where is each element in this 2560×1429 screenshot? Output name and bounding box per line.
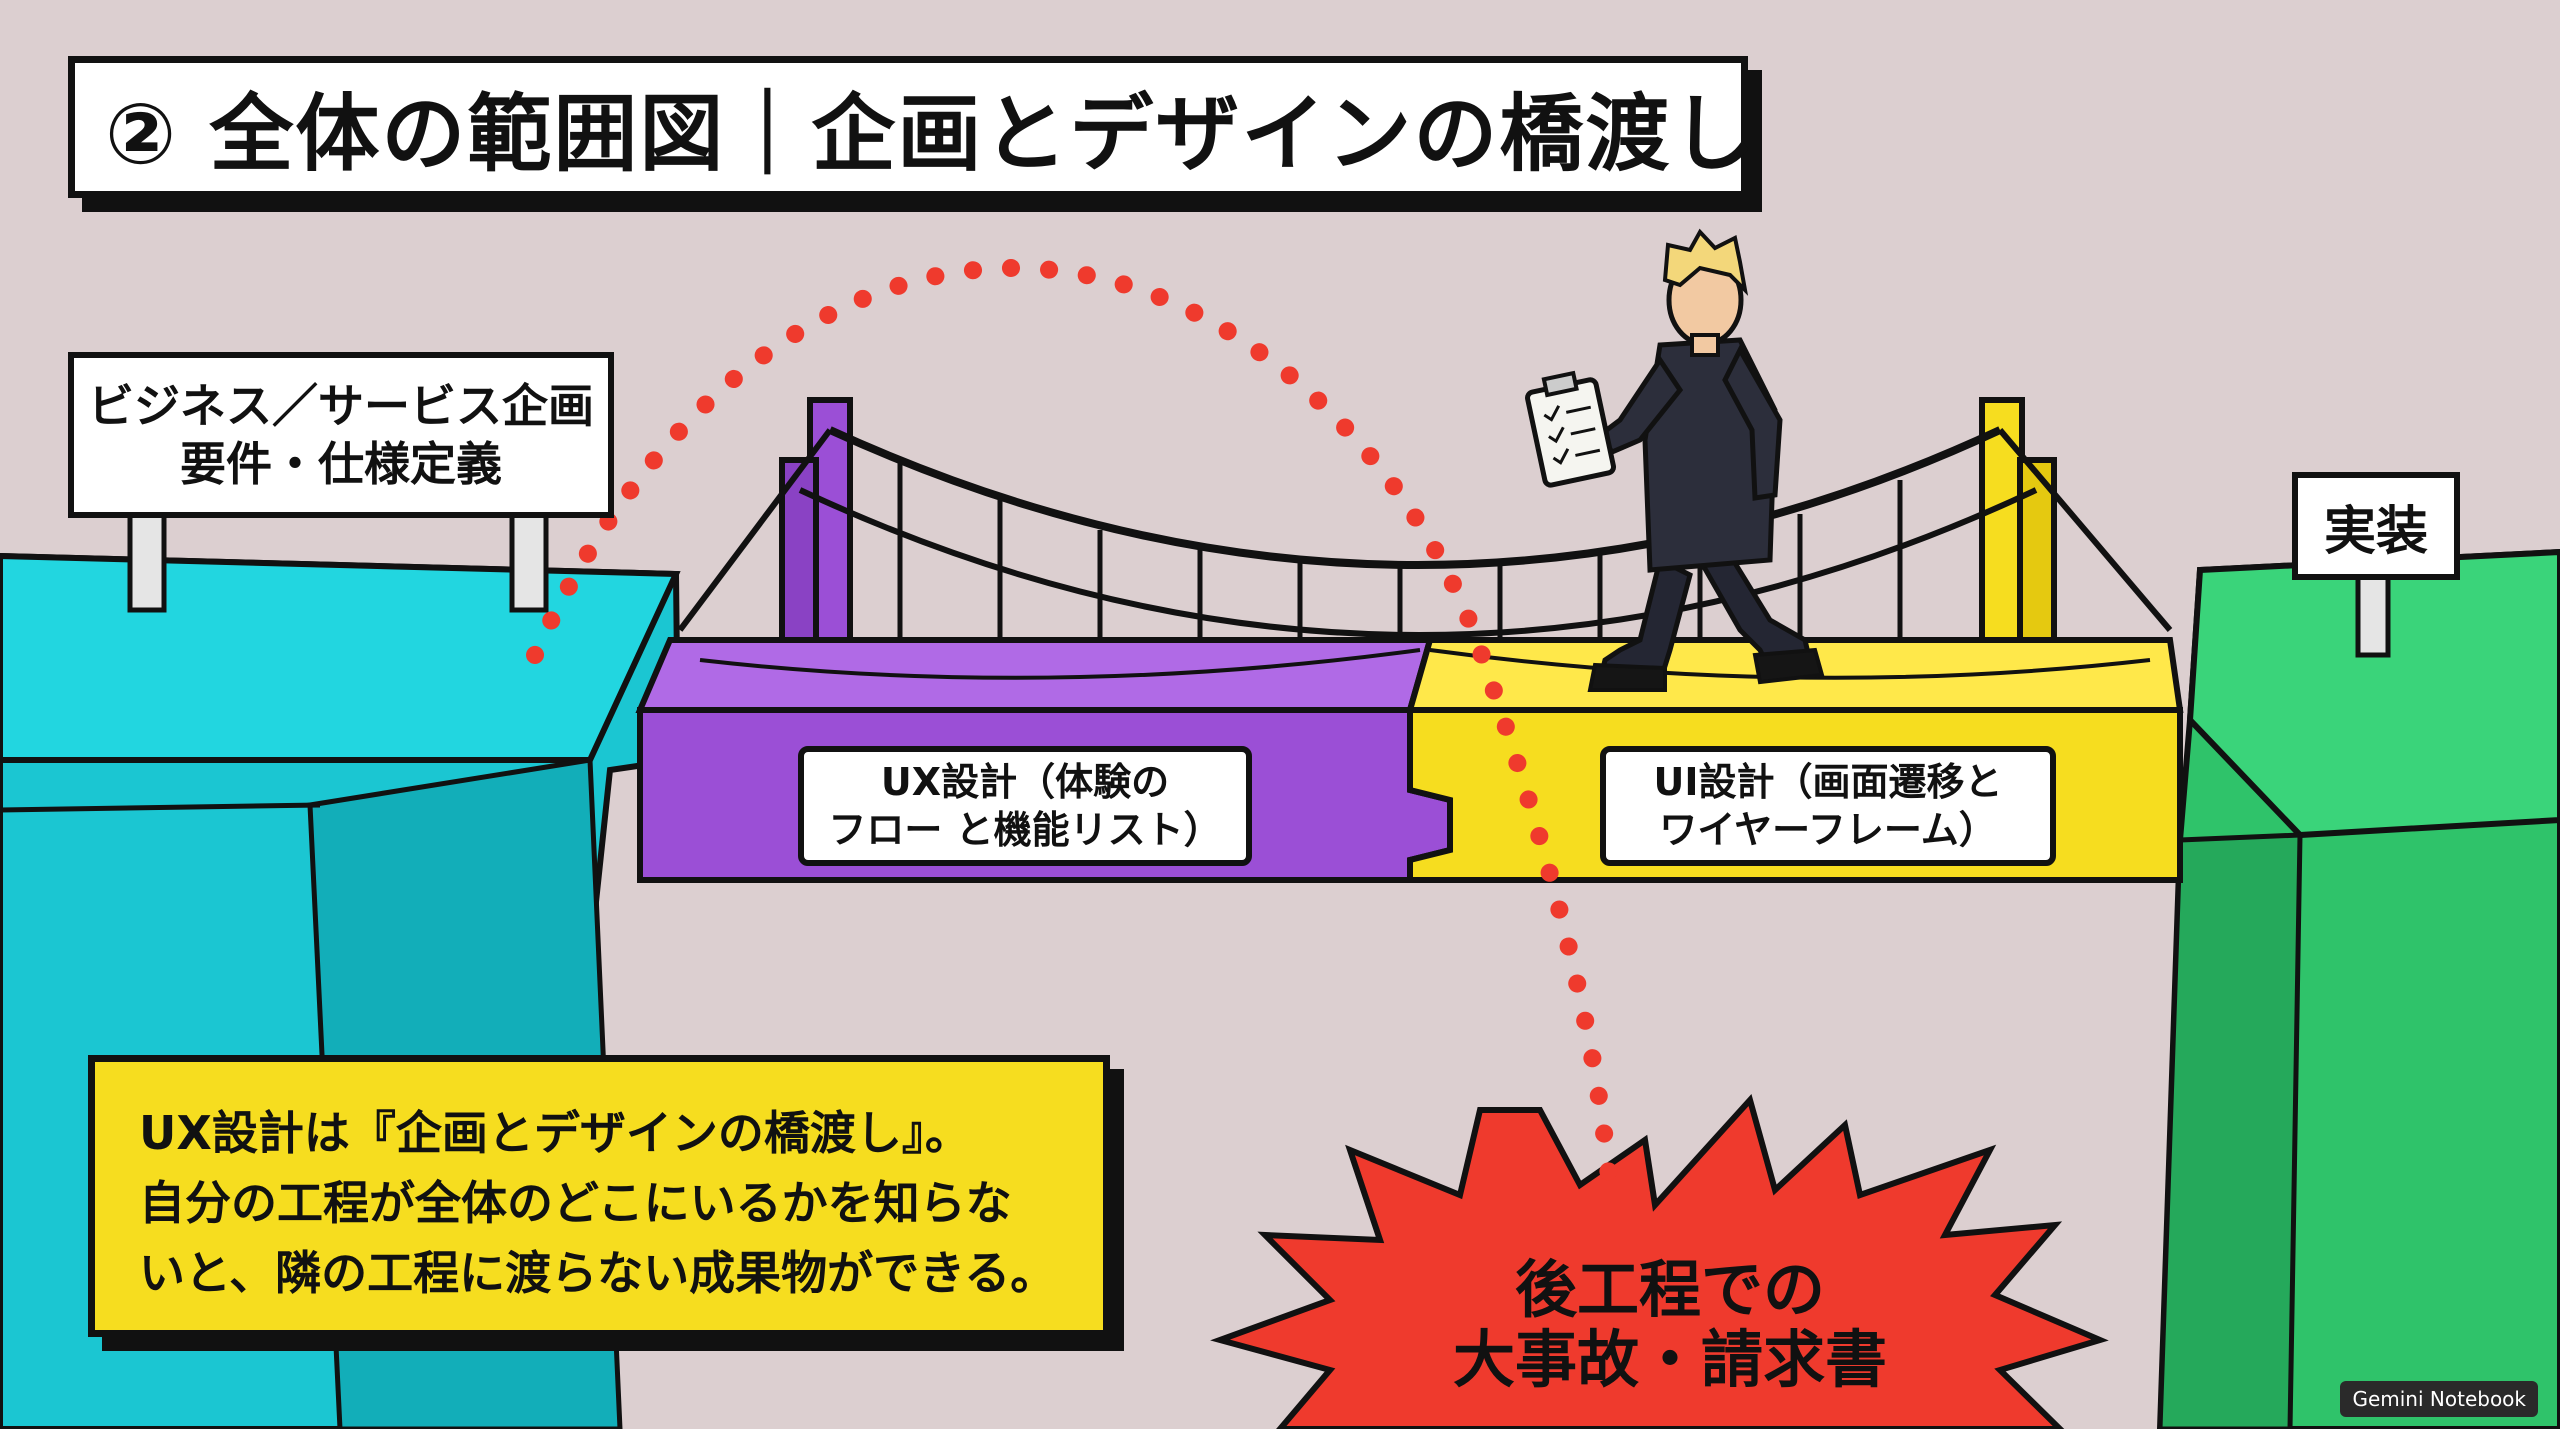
watermark: Gemini Notebook	[2340, 1381, 2538, 1417]
ux-design-label: UX設計（体験の フロー と機能リスト）	[798, 746, 1252, 866]
note-line3: いと、隣の工程に渡らない成果物ができる。	[139, 1246, 1057, 1300]
right-cliff	[2156, 548, 2560, 1429]
ui-design-label: UI設計（画面遷移と ワイヤーフレーム）	[1600, 746, 2056, 866]
title-banner: ② 全体の範囲図｜企画とデザインの橋渡し	[68, 56, 1755, 198]
explanation-note: UX設計は『企画とデザインの橋渡し』。 自分の工程が全体のどこにいるかを知らな …	[88, 1055, 1110, 1337]
left-sign-line1: ビジネス／サービス企画	[88, 379, 594, 433]
left-sign-line2: 要件・仕様定義	[180, 437, 502, 491]
dotted-trajectory	[526, 258, 1619, 1199]
note-line2: 自分の工程が全体のどこにいるかを知らな	[139, 1176, 1012, 1230]
clipboard-icon	[1525, 370, 1617, 488]
note-line1: UX設計は『企画とデザインの橋渡し』。	[139, 1106, 971, 1160]
burst-line1: 後工程での	[1514, 1253, 1825, 1326]
burst-warning-text: 後工程での 大事故・請求書	[1390, 1255, 1950, 1395]
person-figure	[1587, 228, 1825, 692]
ui-label-line2: ワイヤーフレーム）	[1659, 808, 1997, 852]
ui-label-line1: UI設計（画面遷移と	[1653, 760, 2003, 804]
burst-line2: 大事故・請求書	[1452, 1323, 1887, 1396]
explosion-burst	[1210, 1093, 2109, 1429]
main-cable	[798, 487, 2038, 638]
page-title: ② 全体の範囲図｜企画とデザインの橋渡し	[105, 84, 1758, 183]
right-sign: 実装	[2292, 472, 2460, 580]
right-sign-label: 実装	[2323, 501, 2428, 562]
ux-label-line1: UX設計（体験の	[880, 760, 1170, 804]
left-sign: ビジネス／サービス企画 要件・仕様定義	[68, 352, 614, 518]
ux-label-line2: フロー と機能リスト）	[828, 808, 1222, 852]
main-cable	[828, 426, 2002, 569]
